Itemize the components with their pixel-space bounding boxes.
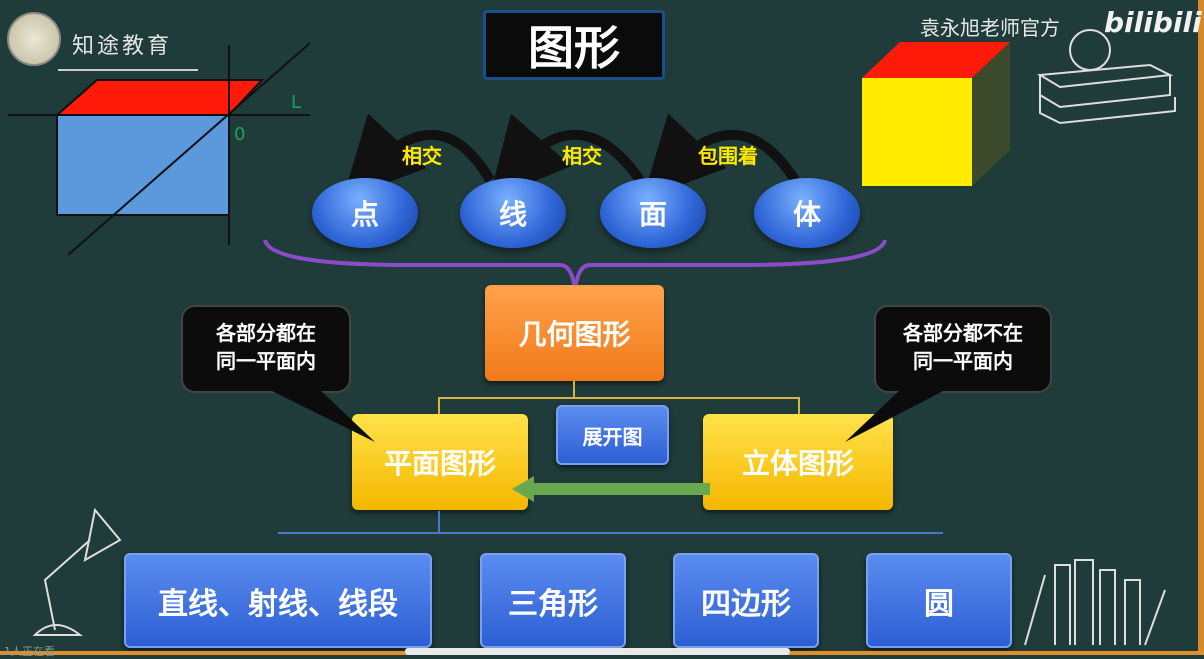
- cube-side: [972, 42, 1010, 186]
- frame-border-right: [1198, 0, 1204, 655]
- books-apple-sketch-icon: [1036, 29, 1176, 125]
- arrow-left-icon: [512, 476, 710, 502]
- bilibili-logo: bilibili: [1104, 6, 1202, 39]
- cube-top: [862, 42, 1010, 78]
- red-plane: [54, 79, 265, 116]
- logo-icon: [7, 12, 61, 66]
- callout-tail: [845, 390, 945, 442]
- viewer-count: 1人正在看: [4, 645, 55, 658]
- element-point: 点: [312, 178, 418, 248]
- label-O: 0: [234, 124, 246, 145]
- callout-line: 各部分都在: [216, 321, 316, 345]
- callout-tail: [270, 390, 375, 442]
- cube-figure: [862, 42, 1010, 186]
- relation-arrows: [342, 113, 800, 190]
- logo-underline: [58, 69, 198, 71]
- books-sketch-icon: [1024, 559, 1166, 646]
- cube-front: [862, 78, 972, 186]
- callout-plane: 各部分都在 同一平面内: [181, 305, 351, 393]
- callout-line: 各部分都不在: [903, 321, 1023, 345]
- connector: [278, 532, 943, 534]
- callout-line: 同一平面内: [216, 349, 316, 373]
- node-triangle: 三角形: [480, 553, 626, 648]
- logo-text: 知途教育: [72, 34, 173, 59]
- relation-label: 包围着: [698, 144, 758, 168]
- element-line: 线: [460, 178, 566, 248]
- element-solid: 体: [754, 178, 860, 248]
- connector: [438, 397, 800, 399]
- diagonal-line: [67, 42, 311, 256]
- connector: [573, 381, 575, 398]
- element-surface: 面: [600, 178, 706, 248]
- node-plane-figures: 平面图形: [352, 414, 528, 510]
- video-scrollbar[interactable]: [405, 648, 790, 655]
- relation-label: 相交: [562, 144, 602, 168]
- node-quadrilateral: 四边形: [673, 553, 819, 648]
- desk-lamp-sketch-icon: [32, 507, 122, 636]
- node-net: 展开图: [556, 405, 669, 465]
- callout-solid: 各部分都不在 同一平面内: [874, 305, 1052, 393]
- callout-line: 同一平面内: [913, 349, 1013, 373]
- connector: [438, 511, 440, 533]
- label-L: L: [291, 92, 302, 113]
- node-lines: 直线、射线、线段: [124, 553, 432, 648]
- blue-plane: [56, 114, 230, 216]
- page-title: 图形: [483, 10, 665, 80]
- node-circle: 圆: [866, 553, 1012, 648]
- plane-intersection-figure: [8, 42, 311, 256]
- node-geometric-figures: 几何图形: [485, 285, 664, 381]
- connector: [438, 397, 440, 415]
- connector: [798, 397, 800, 415]
- watermark-text: 袁永旭老师官方: [920, 16, 1060, 40]
- relation-label: 相交: [402, 144, 442, 168]
